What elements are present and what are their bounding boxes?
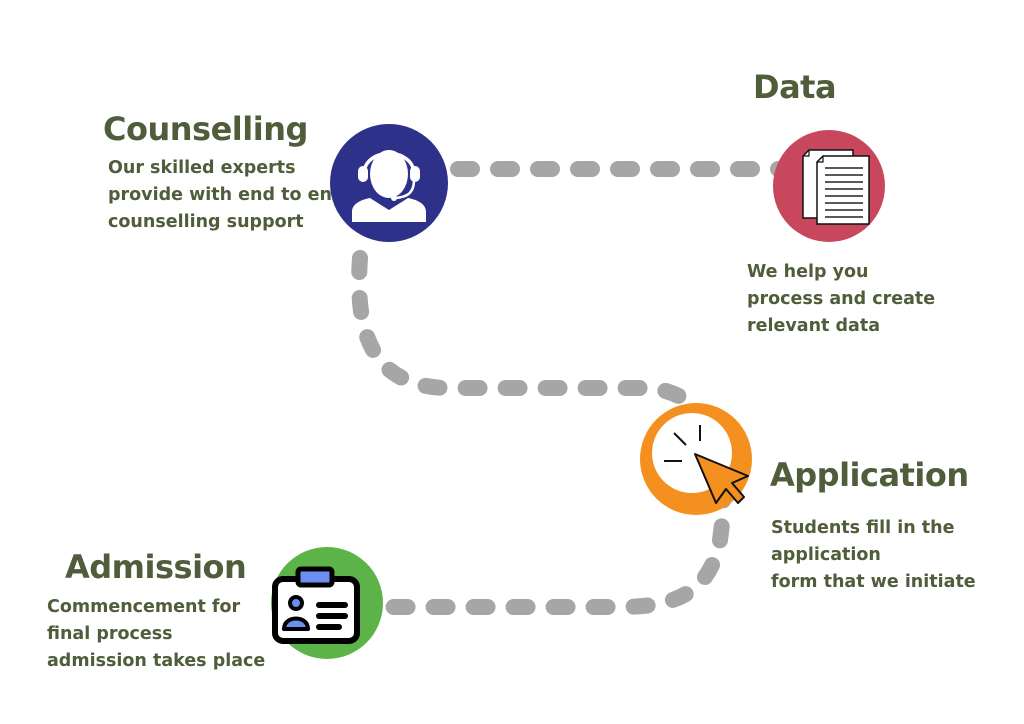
headset-agent-icon <box>352 150 426 222</box>
step-title-data: Data <box>753 68 837 106</box>
step-title-counselling: Counselling <box>103 110 308 148</box>
description-line: We help you <box>747 262 869 282</box>
description-line: Students fill in the <box>771 518 955 538</box>
step-description-application: Students fill in the application form th… <box>771 515 976 596</box>
description-line: final process <box>47 624 173 644</box>
description-line: application <box>771 545 881 565</box>
description-line: counselling support <box>108 212 304 232</box>
description-line: Our skilled experts <box>108 158 296 178</box>
cursor-click-icon <box>652 413 749 504</box>
id-badge-icon <box>272 566 360 644</box>
description-line: process and create <box>747 289 936 309</box>
description-line: form that we initiate <box>771 572 976 592</box>
step-description-data: We help you process and create relevant … <box>747 259 935 340</box>
step-title-application: Application <box>770 456 969 494</box>
description-line: provide with end to end <box>108 185 345 205</box>
step-title-admission: Admission <box>65 548 247 586</box>
description-line: admission takes place <box>47 651 266 671</box>
step-node-application <box>640 403 752 515</box>
step-node-data <box>773 130 885 242</box>
documents-icon <box>802 149 870 225</box>
description-line: Commencement for <box>47 597 241 617</box>
step-description-counselling: Our skilled experts provide with end to … <box>108 155 344 236</box>
step-description-admission: Commencement for final process admission… <box>47 594 265 675</box>
step-node-counselling <box>330 124 448 242</box>
description-line: relevant data <box>747 316 881 336</box>
step-node-admission <box>271 547 383 659</box>
